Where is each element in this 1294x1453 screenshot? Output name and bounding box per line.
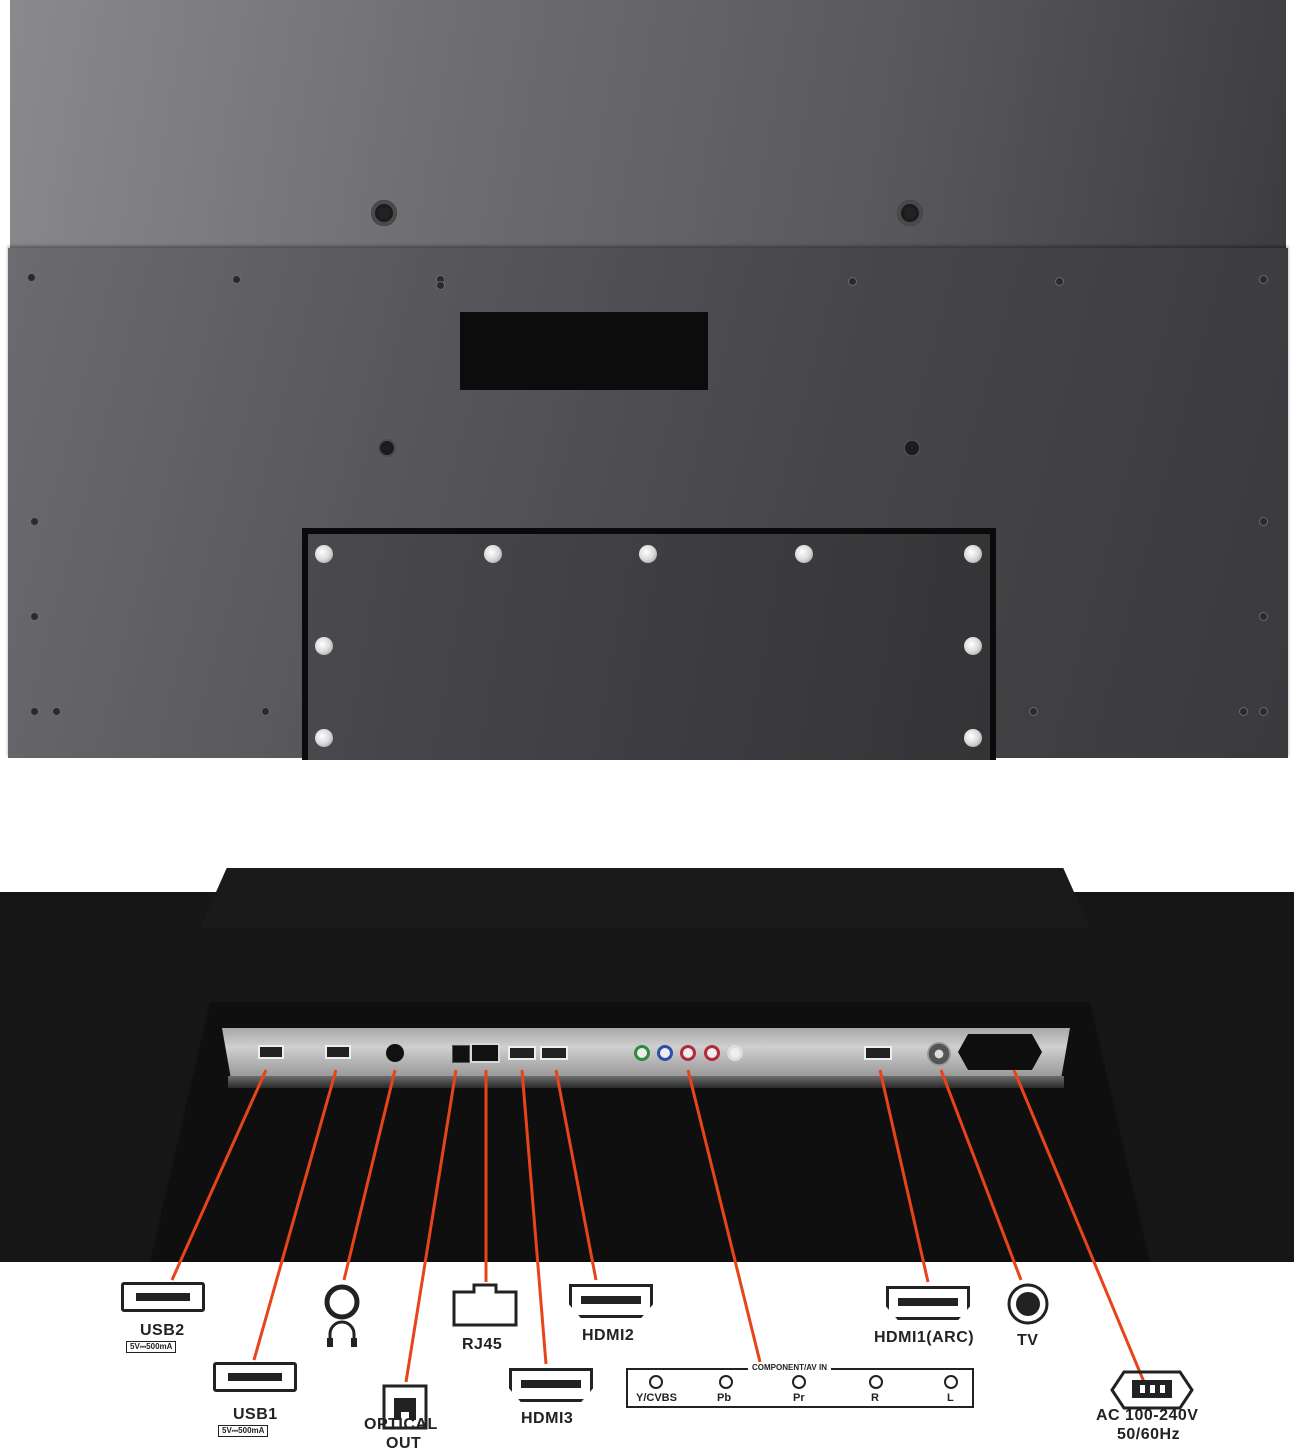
port-cover-plate [302,528,996,760]
ac-power-inlet [958,1034,1042,1070]
rating-label-area [460,312,708,390]
screw [964,637,982,655]
leader-line-hdmi1 [878,1069,930,1283]
rivet [1260,276,1267,283]
power-inlet-icon [1110,1370,1194,1410]
hdmi3-label: HDMI3 [521,1410,574,1427]
screw [315,545,333,563]
rj45-label: RJ45 [462,1336,503,1353]
usb2-spec: 5V⎓500mA [126,1341,177,1353]
usb2-port [258,1045,284,1059]
coax-icon [1007,1283,1049,1325]
leader-line-usb1 [252,1069,338,1361]
component-jack [792,1375,806,1389]
rivet [1240,708,1247,715]
rivet [1260,708,1267,715]
component-jack [869,1375,883,1389]
screw [964,545,982,563]
rivet [1056,278,1063,285]
leader-line-hdmi2 [554,1069,598,1281]
component-jack [944,1375,958,1389]
ports-diagram: USB2 5V⎓500mA USB1 5V⎓500mA OPTICAL OUT … [0,852,1294,1453]
leader-line-optical [404,1069,458,1383]
hdmi1-arc-label: HDMI1(ARC) [874,1329,975,1346]
mount-hole [905,441,919,455]
headphone-icon [324,1284,360,1347]
hdmi-icon [509,1368,593,1402]
port-strip-shadow [228,1076,1064,1088]
leader-line-headphone [342,1069,397,1281]
rca-pb-port [657,1045,673,1061]
leader-line-tv [939,1069,1023,1281]
usb-icon [121,1282,205,1312]
rivet [28,274,35,281]
usb1-label: USB1 [233,1406,278,1423]
rivet [53,708,60,715]
rca-y-cvbs-port [634,1045,650,1061]
coax-tv-port [927,1042,951,1066]
component-jack [719,1375,733,1389]
component-av-title: COMPONENT/AV IN [748,1363,831,1372]
component-label-l: L [947,1392,954,1404]
rivet [1030,708,1037,715]
component-label-r: R [871,1392,879,1404]
screw [964,729,982,747]
usb2-label: USB2 [140,1322,185,1339]
mount-hole [380,441,394,455]
ethernet-icon [452,1283,518,1327]
hdmi2-port [540,1046,568,1060]
rivet [437,282,444,289]
vesa-mount-hole [371,200,397,226]
hdmi2-label: HDMI2 [582,1327,635,1344]
power-label-line2: 50/60Hz [1117,1426,1181,1443]
leader-line-usb2 [170,1069,268,1281]
hdmi1-arc-port [864,1046,892,1060]
screw [484,545,502,563]
rj45-port [470,1043,500,1063]
upper-back-plate [10,0,1286,250]
port-legend-area [0,1262,1294,1453]
rivet [31,518,38,525]
rivet [31,613,38,620]
component-label-pr: Pr [793,1392,805,1404]
rivet [1260,518,1267,525]
rivet [233,276,240,283]
leader-line-component [686,1069,762,1363]
screw [795,545,813,563]
usb1-port [325,1045,351,1059]
rca-pr-port [680,1045,696,1061]
tv-back-panel-photo [8,0,1288,760]
leader-line-hdmi3 [520,1069,548,1365]
hdmi3-port [508,1046,536,1060]
rivet [1260,613,1267,620]
rivet [849,278,856,285]
component-label-y-cvbs: Y/CVBS [636,1392,677,1404]
usb-icon [213,1362,297,1392]
tv-bottom-ridge [200,868,1090,928]
rivet [437,276,444,283]
rivet [262,708,269,715]
rca-r-port [704,1045,720,1061]
component-jack [649,1375,663,1389]
screw [315,729,333,747]
rivet [31,708,38,715]
tv-label: TV [1017,1332,1039,1349]
rca-l-port [727,1045,743,1061]
leader-lines [170,1069,1146,1383]
screw [639,545,657,563]
optical-port [452,1045,470,1063]
optical-label-line2: OUT [386,1435,422,1452]
usb1-spec: 5V⎓500mA [218,1425,269,1437]
hdmi-icon [569,1284,653,1318]
screw [315,637,333,655]
leader-line-power [1012,1069,1146,1383]
component-label-pb: Pb [717,1392,732,1404]
power-label-line1: AC 100-240V [1096,1407,1199,1424]
optical-label-line1: OPTICAL [364,1416,438,1433]
hdmi-icon [886,1286,970,1320]
optical-icon [382,1384,428,1430]
vesa-mount-hole [897,200,923,226]
headphone-jack [386,1044,404,1062]
